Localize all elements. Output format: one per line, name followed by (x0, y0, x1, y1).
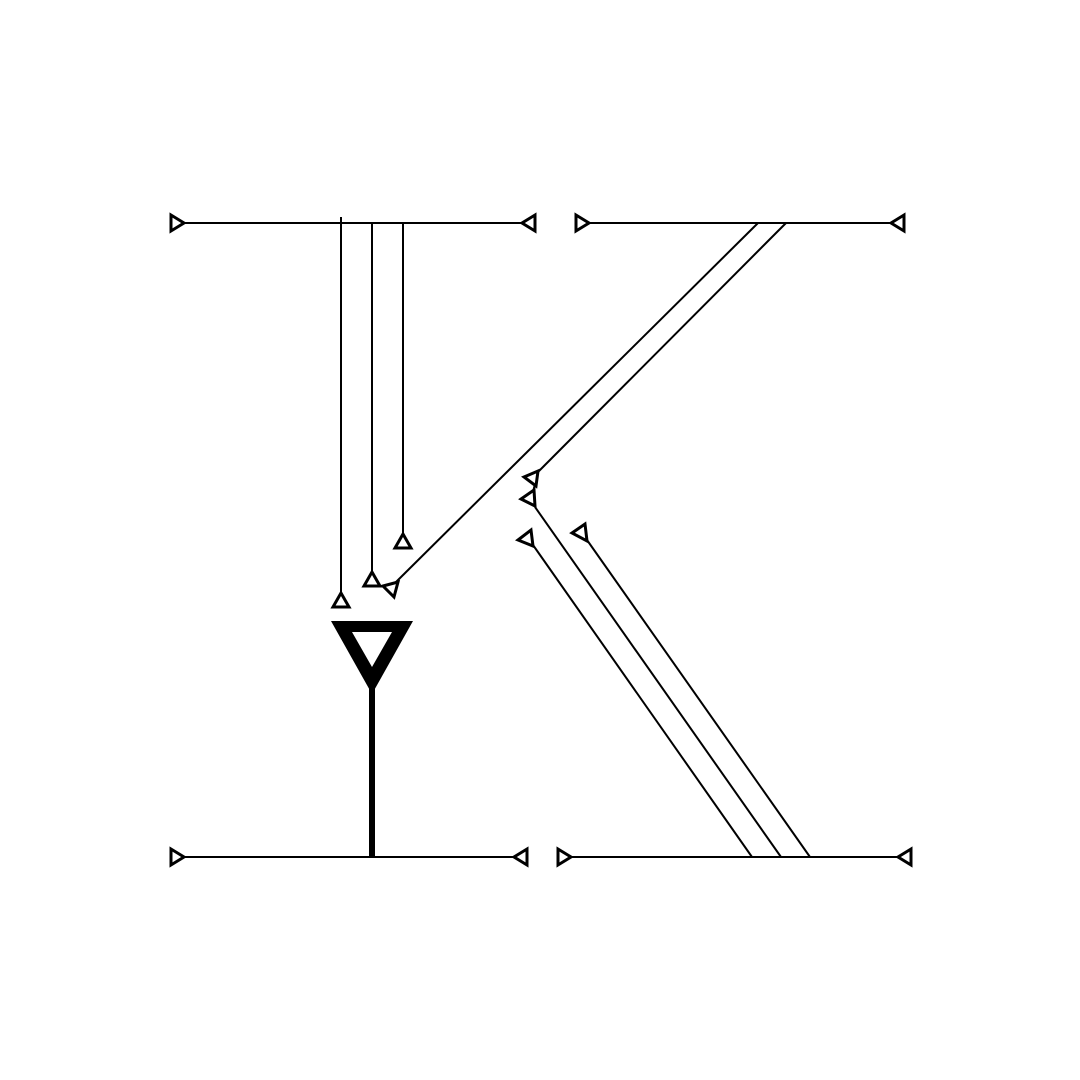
right-pointing-triangle-icon (574, 212, 592, 234)
stem-strokes (330, 217, 414, 609)
left-pointing-triangle-icon (569, 521, 589, 544)
right-pointing-triangle-icon (169, 846, 187, 868)
rail-end-markers (169, 212, 913, 868)
guideline-rails (178, 222, 904, 858)
lower-leg-strokes (514, 506, 811, 858)
up-pointing-triangle-icon (361, 568, 383, 588)
left-pointing-triangle-icon (514, 527, 535, 549)
upper-arm-strokes (380, 222, 787, 600)
left-pointing-triangle-icon (888, 212, 906, 234)
left-pointing-triangle-icon (511, 846, 529, 868)
bold-stem (331, 621, 413, 857)
right-pointing-triangle-icon (556, 846, 574, 868)
upper-arm-stroke-outer (394, 222, 759, 584)
left-pointing-triangle-icon (519, 212, 537, 234)
left-pointing-triangle-icon (895, 846, 913, 868)
up-pointing-triangle-icon (330, 589, 352, 609)
right-pointing-triangle-icon (169, 212, 187, 234)
lower-leg-stroke-middle (534, 506, 782, 858)
lower-leg-stroke-outer (532, 544, 753, 858)
left-pointing-triangle-icon (518, 487, 537, 509)
upper-arm-stroke-inner-top (537, 222, 787, 473)
lower-leg-stroke-inner (586, 539, 811, 858)
down-pointing-triangle-icon (380, 579, 401, 600)
left-pointing-triangle-icon (521, 468, 540, 489)
up-pointing-triangle-icon (392, 530, 414, 550)
down-pointing-triangle-icon (331, 621, 413, 694)
